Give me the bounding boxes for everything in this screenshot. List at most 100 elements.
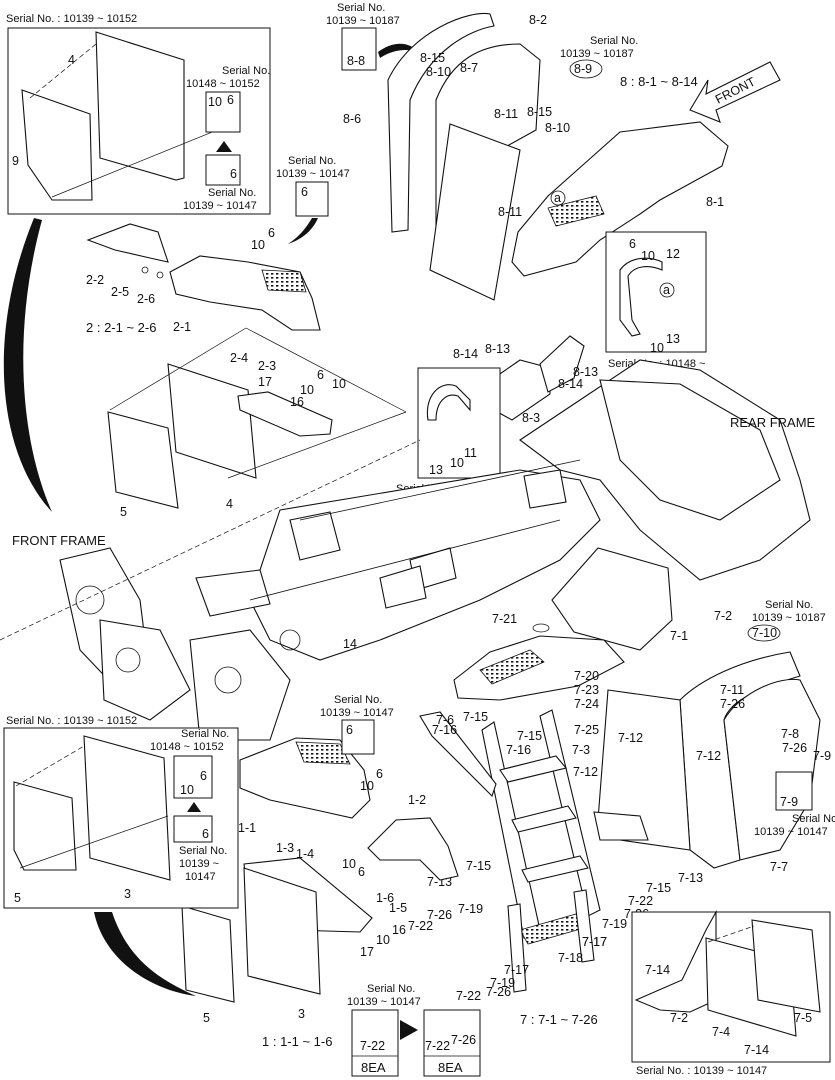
detail-box — [351, 1009, 399, 1077]
callout-label: 7-7 — [770, 860, 788, 874]
detail-box — [417, 367, 501, 479]
callout-circle — [747, 624, 781, 642]
callout-label: 7-4 — [712, 1025, 730, 1039]
callout-label: 10 — [300, 383, 314, 397]
step-8-1 — [511, 121, 729, 277]
callout-label: 7-22 — [360, 1039, 385, 1053]
callout-label: 7-9 — [780, 795, 798, 809]
callout-label: 7-25 — [574, 723, 599, 737]
callout-label: 7-19 — [602, 917, 627, 931]
callout-label: 6 — [230, 167, 237, 181]
panel-8-2-face — [429, 123, 521, 301]
qty-label: 8EA — [361, 1060, 386, 1075]
callout-label: 7-17 — [504, 963, 529, 977]
callout-label: 6 — [301, 185, 308, 199]
callout-label: 7-14 — [645, 963, 670, 977]
detail-box — [173, 755, 213, 799]
dashed-guide — [15, 745, 85, 787]
callout-label: 6 — [358, 865, 365, 879]
mount-block — [289, 511, 341, 561]
callout-label: 6 — [317, 368, 324, 382]
callout-label: 7-16 — [432, 723, 457, 737]
callout-label: 1-2 — [408, 793, 426, 807]
detail-box — [173, 815, 213, 843]
arrow-icon — [689, 61, 781, 123]
mud-flap-7-5 — [751, 919, 821, 1013]
callout-label: 7-12 — [618, 731, 643, 745]
fender-2-2 — [86, 223, 169, 263]
bracket-7-6 — [419, 711, 497, 798]
bracket — [195, 569, 271, 617]
detail-box — [341, 27, 377, 71]
bracket-7-17 — [507, 903, 527, 993]
group-note: 8 : 8-1 ~ 8-14 — [620, 74, 698, 89]
serial-note: 10148 ~ 10152 — [186, 78, 260, 90]
callout-label: 7-3 — [572, 743, 590, 757]
serial-note: Serial No. — [288, 155, 336, 167]
fender-2-1 — [169, 255, 321, 331]
callout-label: 6 — [227, 93, 234, 107]
group-note: 7 : 7-1 ~ 7-26 — [520, 1012, 598, 1027]
mud-flap-3 — [83, 735, 171, 881]
callout-label: 7-14 — [744, 1043, 769, 1057]
callout-label: 7-2 — [670, 1011, 688, 1025]
step-7-1 — [453, 635, 625, 701]
serial-note: Serial No. : 10139 ~ 10152 — [6, 13, 137, 25]
detail-box — [341, 719, 375, 755]
qty-boxes: Serial No. 10139 ~ 10147 7-22 8EA 7-22 7… — [347, 983, 481, 1077]
serial-note: Serial No. — [367, 983, 415, 995]
dashed-guide — [707, 925, 755, 943]
detail-box — [205, 91, 241, 133]
callout-label: 10 — [641, 249, 655, 263]
callout-label: 8-10 — [426, 65, 451, 79]
detail-box — [423, 1009, 481, 1077]
group-note: 1 : 1-1 ~ 1-6 — [262, 1034, 332, 1049]
mud-flap-3 — [243, 867, 321, 995]
leader-line — [227, 411, 407, 479]
chassis-frame: 14 REAR FRAME FRONT FRAME — [0, 359, 816, 741]
callout-label: 1-5 — [389, 901, 407, 915]
callout-label: 2-4 — [230, 351, 248, 365]
callout-label: 7-15 — [517, 729, 542, 743]
serial-note: Serial No. — [765, 599, 813, 611]
serial-note: 10139 ~ 10147 — [347, 996, 421, 1008]
callout-label: 7-22 — [456, 989, 481, 1003]
callout-label: 14 — [343, 637, 357, 651]
tread-plate — [479, 649, 545, 685]
callout-label: a — [663, 283, 670, 297]
callout-label: 7-2 — [714, 609, 732, 623]
mud-flap-9 — [21, 89, 93, 201]
serial-note: Serial No. — [208, 187, 256, 199]
callout-label: 4 — [226, 497, 233, 511]
callout-label: 7-26 — [427, 908, 452, 922]
pivot — [214, 666, 242, 694]
handrail-11 — [426, 384, 471, 421]
callout-label: 7-15 — [646, 881, 671, 895]
serial-note: 10139 ~ — [179, 858, 219, 870]
swoosh-arrow — [3, 218, 53, 512]
callout-label: 8-15 — [527, 105, 552, 119]
pivot — [115, 647, 141, 673]
rear-frame-label: REAR FRAME — [730, 415, 816, 430]
callout-label: 7-1 — [670, 629, 688, 643]
arrow-up-icon — [187, 802, 201, 812]
serial-note: Serial No. — [792, 813, 835, 825]
serial-note: Serial No. — [181, 728, 229, 740]
callout-label: 7-23 — [574, 683, 599, 697]
mud-flap-5 — [107, 411, 179, 509]
callout-label: 2-1 — [173, 320, 191, 334]
frame-line — [299, 459, 581, 521]
rail-8-6 — [387, 12, 495, 233]
callout-label: 6 — [376, 767, 383, 781]
callout-label: 3 — [298, 1007, 305, 1021]
tread-plate — [295, 741, 351, 765]
bolt — [156, 271, 164, 279]
callout-label: 6 — [346, 723, 353, 737]
mud-flap-5 — [181, 905, 235, 1003]
detail-box — [295, 181, 329, 217]
callout-label: 10 — [180, 783, 194, 797]
serial-box-6: Serial No. 10139 ~ 10147 6 — [276, 155, 350, 244]
serial-note: Serial No. — [179, 845, 227, 857]
callout-label: 10 — [376, 933, 390, 947]
